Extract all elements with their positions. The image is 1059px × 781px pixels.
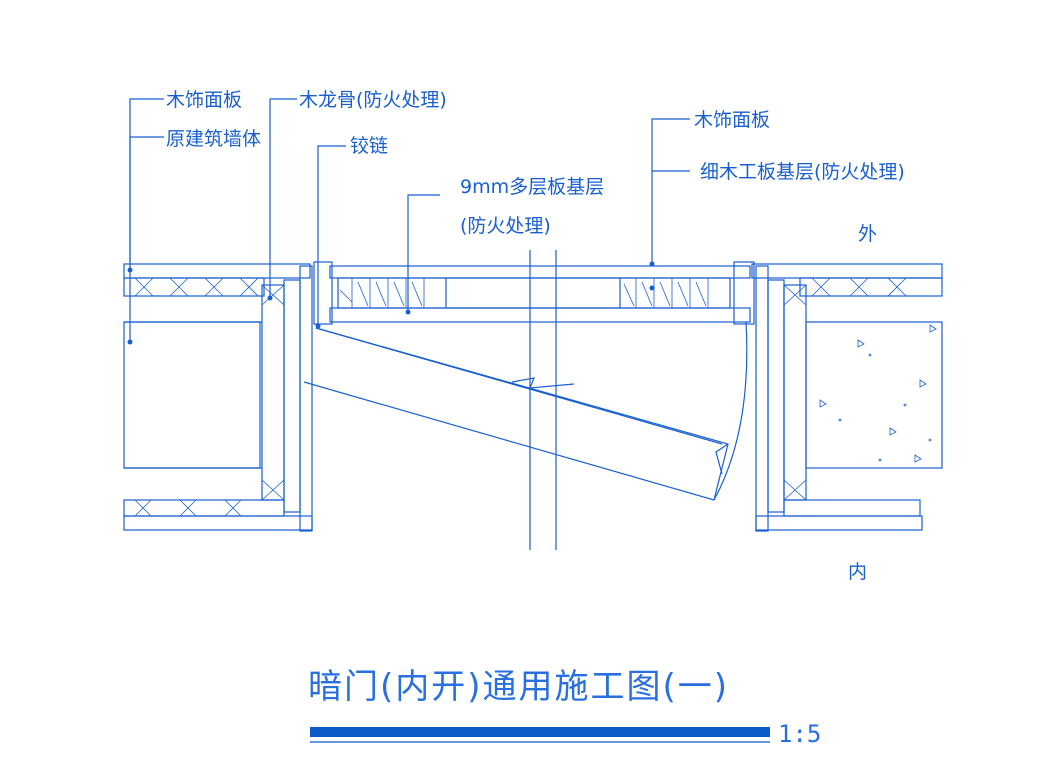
right-bottom-keel xyxy=(783,499,921,517)
hinge-left xyxy=(313,261,333,325)
right-jamb-panel xyxy=(767,279,785,513)
label-inside: 内 xyxy=(848,561,867,583)
door-leaf xyxy=(313,250,755,550)
left-jamb-face xyxy=(299,265,313,532)
right-top-face-panel xyxy=(751,263,943,279)
hinge-right xyxy=(733,261,755,325)
door-outer-face xyxy=(329,265,751,279)
door-core-left xyxy=(337,277,447,309)
title-underline xyxy=(310,727,770,737)
label-outside: 外 xyxy=(858,223,877,245)
drawing-title: 暗门(内开)通用施工图(一) xyxy=(308,667,729,707)
label-wood-keel: 木龙骨(防火处理) xyxy=(299,89,447,111)
right-jamb-face xyxy=(755,265,769,532)
label-original-wall: 原建筑墙体 xyxy=(166,128,261,150)
label-blockboard-base: 细木工板基层(防火处理) xyxy=(700,161,905,183)
left-top-face-panel xyxy=(123,263,311,279)
left-bottom-keel xyxy=(123,499,285,517)
right-bottom-face-panel xyxy=(755,515,923,531)
right-wall-section xyxy=(751,263,943,532)
door-inner-face xyxy=(329,307,751,323)
title-block: 暗门(内开)通用施工图(一) 1:5 xyxy=(308,667,821,748)
door-core-cells xyxy=(339,278,709,308)
left-wall-section xyxy=(123,263,313,532)
right-vertical-keel xyxy=(783,284,807,501)
door-core-right xyxy=(619,277,731,309)
left-vertical-keel xyxy=(261,284,285,501)
label-wood-face-left: 木饰面板 xyxy=(166,89,242,111)
leader-lines xyxy=(127,98,690,345)
concrete-aggregate-marks xyxy=(819,324,937,463)
swung-door xyxy=(303,321,748,501)
left-masonry-wall xyxy=(123,321,261,469)
left-bottom-face-panel xyxy=(123,515,313,531)
label-wood-face-right: 木饰面板 xyxy=(694,109,770,131)
label-plywood-fireproof: (防火处理) xyxy=(460,215,551,237)
right-masonry-wall xyxy=(805,321,943,469)
label-hinge: 铰链 xyxy=(350,135,388,157)
label-plywood-base: 9mm多层板基层 xyxy=(460,176,604,198)
left-jamb-panel xyxy=(283,279,301,513)
drawing-scale: 1:5 xyxy=(778,720,821,748)
right-top-keel xyxy=(799,277,943,297)
